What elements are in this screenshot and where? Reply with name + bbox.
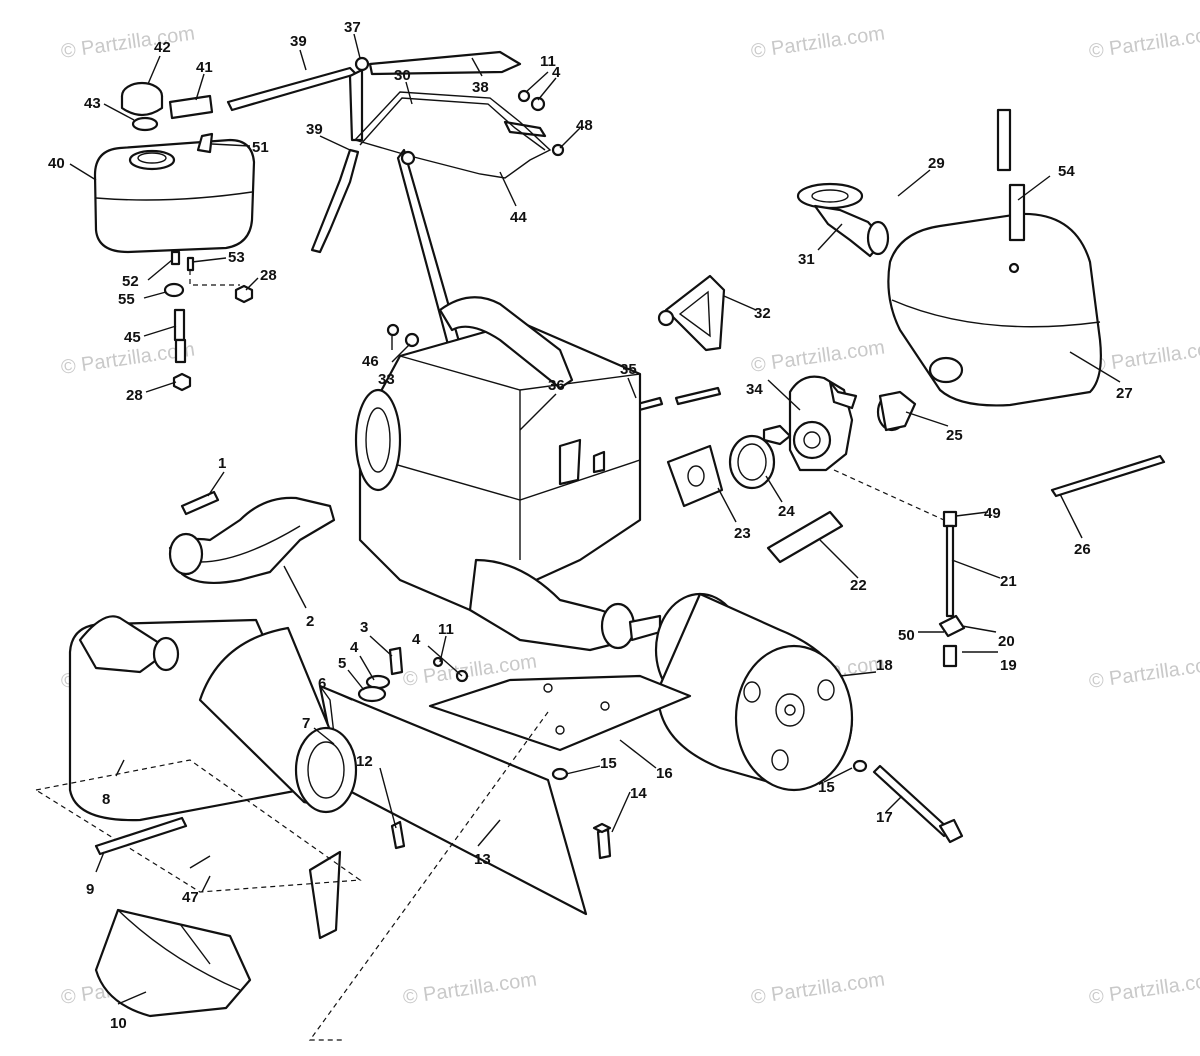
muffler (34, 615, 362, 940)
linkage-rod (833, 469, 966, 668)
vent-hose (996, 108, 1026, 242)
callout-20: 20 (998, 633, 1015, 650)
engine-mount-plate (428, 674, 692, 752)
watermark-text: © Partzilla.com (750, 968, 887, 1009)
callout-labels: 1 2 3 4 4 4 5 6 7 8 9 10 11 11 12 13 14 … (48, 19, 1133, 1032)
callout-53: 53 (228, 249, 245, 266)
air-intake-elbow (796, 182, 890, 258)
callout-50: 50 (898, 627, 915, 644)
callout-32: 32 (754, 305, 771, 322)
callout-25: 25 (946, 427, 963, 444)
callout-19: 19 (1000, 657, 1017, 674)
callout-29: 29 (928, 155, 945, 172)
callout-31: 31 (798, 251, 815, 268)
callout-47: 47 (182, 889, 199, 906)
engine (354, 296, 662, 652)
callout-11-b: 11 (540, 53, 556, 70)
oil-line-fittings (163, 250, 254, 392)
callout-55: 55 (118, 291, 135, 308)
callout-28-b: 28 (126, 387, 143, 404)
callout-40: 40 (48, 155, 65, 172)
callout-54: 54 (1058, 163, 1075, 180)
callout-44: 44 (510, 209, 527, 226)
callout-12: 12 (356, 753, 373, 770)
callout-4-c: 4 (552, 64, 561, 81)
callout-1: 1 (218, 455, 226, 472)
callout-27: 27 (1116, 385, 1133, 402)
drive-belt-section (766, 510, 844, 564)
callout-15-b: 15 (818, 779, 835, 796)
callout-8: 8 (102, 791, 110, 808)
callout-35: 35 (620, 361, 637, 378)
callout-43: 43 (84, 95, 101, 112)
exhaust-manifold (168, 496, 336, 585)
triangle-bracket (657, 274, 726, 352)
clutch-bolt (852, 759, 964, 844)
watermark-text: © Partzilla.com (60, 22, 197, 63)
callout-36: 36 (548, 377, 565, 394)
callout-3: 3 (360, 619, 368, 636)
watermark-text: © Partzilla.com (1090, 336, 1200, 377)
callout-22: 22 (850, 577, 867, 594)
callout-14: 14 (630, 785, 647, 802)
callout-41: 41 (196, 59, 213, 76)
callout-11-a: 11 (438, 621, 454, 638)
muffler-guard (94, 908, 252, 1018)
mount-hardware (330, 646, 612, 860)
callout-46: 46 (362, 353, 379, 370)
watermark-text: © Partzilla.com (750, 336, 887, 377)
callout-17: 17 (876, 809, 893, 826)
callout-23: 23 (734, 525, 751, 542)
callout-21: 21 (1000, 573, 1017, 590)
callout-9: 9 (86, 881, 94, 898)
carburetor (762, 375, 858, 472)
callout-10: 10 (110, 1015, 127, 1032)
callout-52: 52 (122, 273, 139, 290)
callout-45: 45 (124, 329, 141, 346)
long-bolt-26 (1050, 454, 1166, 498)
watermark-text: © Partzilla.com (750, 22, 887, 63)
callout-39-a: 39 (290, 33, 307, 50)
callout-4-a: 4 (350, 639, 359, 656)
clamp-and-flange (666, 434, 776, 508)
callout-30: 30 (394, 67, 411, 84)
drive-clutch (654, 592, 854, 792)
callout-51: 51 (252, 139, 269, 156)
callout-28-a: 28 (260, 267, 277, 284)
oil-tank (93, 132, 256, 254)
callout-42: 42 (154, 39, 171, 56)
callout-16: 16 (656, 765, 673, 782)
callout-48: 48 (576, 117, 593, 134)
callout-5: 5 (338, 655, 346, 672)
air-silencer (887, 212, 1102, 407)
callout-4-b: 4 (412, 631, 421, 648)
callout-38: 38 (472, 79, 489, 96)
callout-18: 18 (876, 657, 893, 674)
callout-37: 37 (344, 19, 361, 36)
leader-lines (69, 33, 1121, 1005)
callout-34: 34 (746, 381, 763, 398)
exhaust-spring-1 (180, 490, 220, 516)
part-drawings (34, 50, 1166, 1041)
watermark-text: © Partzilla.com (1088, 968, 1200, 1009)
callout-26: 26 (1074, 541, 1091, 558)
watermark-text: © Partzilla.com (1088, 652, 1200, 693)
callout-39-b: 39 (306, 121, 323, 138)
callout-15-a: 15 (600, 755, 617, 772)
fuel-lines (226, 50, 547, 254)
callout-13: 13 (474, 851, 491, 868)
callout-24: 24 (778, 503, 795, 520)
callout-6: 6 (318, 675, 326, 692)
callout-33: 33 (378, 371, 395, 388)
callout-2: 2 (306, 613, 314, 630)
oil-tank-cap (120, 81, 214, 132)
exhaust-spring-9 (94, 816, 188, 856)
watermark-text: © Partzilla.com (1088, 22, 1200, 63)
watermark-text: © Partzilla.com (402, 968, 539, 1009)
carb-adapter (876, 390, 917, 432)
callout-7: 7 (302, 715, 310, 732)
callout-49: 49 (984, 505, 1001, 522)
